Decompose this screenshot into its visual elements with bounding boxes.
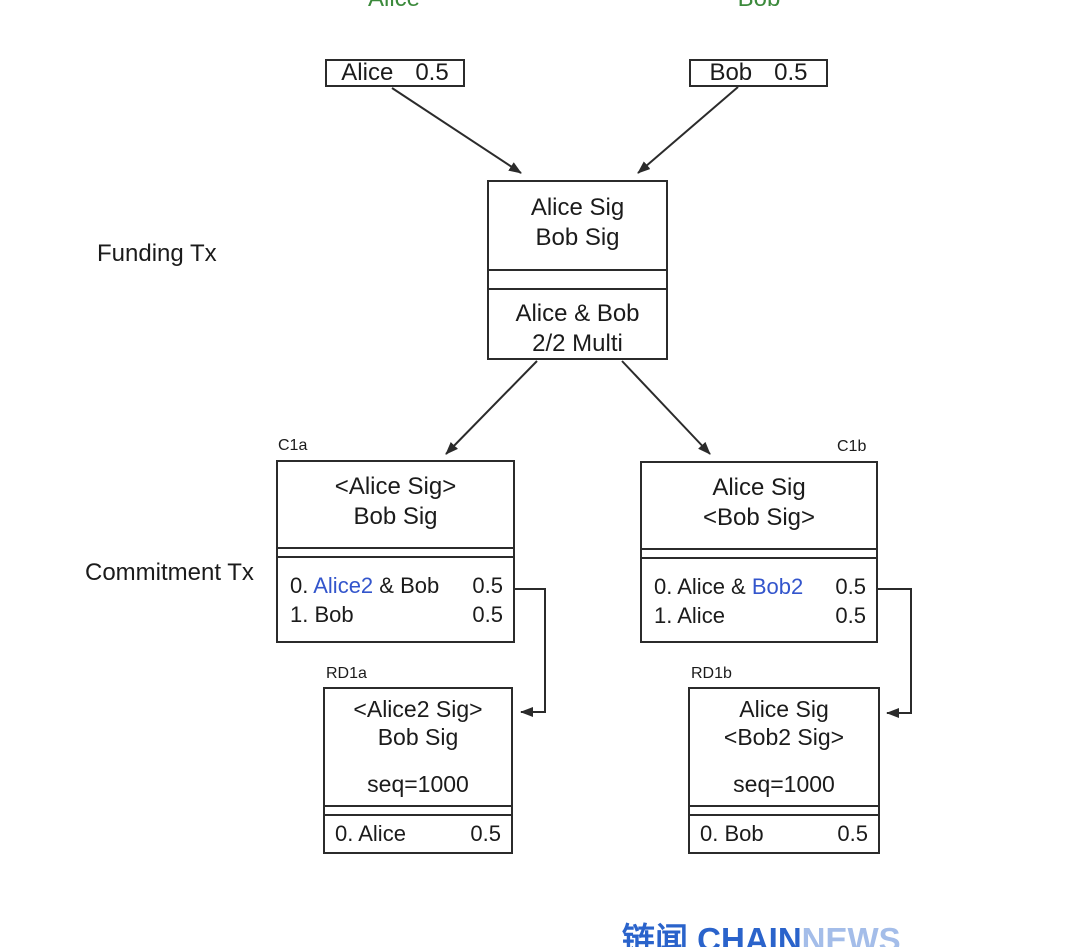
rd1b-divider-band	[690, 805, 878, 816]
funding-script-line1: Alice & Bob	[515, 300, 640, 327]
c1b-output-0-script: 0. Alice & Bob2	[654, 572, 803, 601]
c1a-tag: C1a	[278, 437, 308, 454]
c1b-outputs: 0. Alice & Bob2 0.5 1. Alice 0.5	[642, 559, 876, 630]
wallet-alice-amount: 0.5	[415, 59, 449, 86]
c1a-sig-area: <Alice Sig> Bob Sig	[278, 462, 513, 547]
funding-divider-band	[489, 269, 666, 290]
c1a-sig-line1: <Alice Sig>	[334, 473, 457, 500]
rd1b-sig-line2: <Bob2 Sig>	[723, 724, 845, 750]
c1b-output-1-script: 1. Alice	[654, 603, 725, 628]
rd1a-inner: <Alice2 Sig> Bob Sig seq=1000 0. Alice 0…	[325, 689, 511, 852]
rd1b-sig-line1: Alice Sig	[739, 696, 829, 722]
c1b-output-0: 0. Alice & Bob2 0.5	[654, 572, 866, 601]
funding-script-area: Alice & Bob 2/2 Multi	[489, 290, 666, 359]
c1a-out0-highlight: Alice2	[313, 573, 374, 598]
c1a-outputs: 0. Alice2 & Bob 0.5 1. Bob 0.5	[278, 558, 513, 629]
c1b-sig-area: Alice Sig <Bob Sig>	[642, 463, 876, 548]
rd1a-tag: RD1a	[326, 665, 367, 682]
rd1b-output-script: 0. Bob	[700, 821, 764, 846]
rd1b-inner: Alice Sig <Bob2 Sig> seq=1000 0. Bob 0.5	[690, 689, 878, 852]
c1a-sig-line2: Bob Sig	[353, 503, 438, 530]
c1a-out0-prefix: 0.	[290, 573, 314, 598]
funding-tx-label: Funding Tx	[97, 240, 217, 267]
c1a-divider-band	[278, 547, 513, 558]
connector-c1a-to-rd1a	[514, 588, 546, 717]
wallet-bob-name: Bob	[709, 59, 753, 86]
rd1a-output: 0. Alice 0.5	[325, 816, 511, 852]
wallet-box-bob: Bob 0.5	[689, 59, 828, 87]
watermark-cn: 链闻	[622, 921, 698, 947]
commitment-tx-label: Commitment Tx	[85, 559, 254, 586]
arrow-funding-to-c1a	[445, 360, 538, 455]
c1b-output-1: 1. Alice 0.5	[654, 601, 866, 630]
commitment-box-c1b: Alice Sig <Bob Sig> 0. Alice & Bob2 0.5 …	[640, 461, 878, 643]
rd1a-sig-line2: Bob Sig	[377, 724, 459, 750]
rd-box-rd1a: <Alice2 Sig> Bob Sig seq=1000 0. Alice 0…	[323, 687, 513, 854]
rd1a-output-amount: 0.5	[470, 821, 501, 846]
participant-label-alice: Alice	[334, 0, 454, 13]
commitment-box-c1a: <Alice Sig> Bob Sig 0. Alice2 & Bob 0.5 …	[276, 460, 515, 643]
watermark-news: NEWS	[801, 921, 901, 947]
connector-c1b-to-rd1b	[878, 588, 912, 718]
rd1b-sig-area: Alice Sig <Bob2 Sig>	[690, 689, 878, 751]
funding-tx-box: Alice Sig Bob Sig Alice & Bob 2/2 Multi	[487, 180, 668, 360]
c1a-output-1-script: 1. Bob	[290, 602, 354, 627]
funding-sig-line1: Alice Sig	[530, 194, 625, 221]
c1a-output-0: 0. Alice2 & Bob 0.5	[290, 571, 503, 600]
c1a-output-0-script: 0. Alice2 & Bob	[290, 571, 439, 600]
c1a-output-1: 1. Bob 0.5	[290, 600, 503, 629]
rd1a-sig-line1: <Alice2 Sig>	[353, 696, 483, 722]
c1b-divider-band	[642, 548, 876, 559]
funding-sig-line2: Bob Sig	[535, 224, 620, 251]
arrow-alice-to-funding	[391, 87, 522, 174]
wallet-box-alice: Alice 0.5	[325, 59, 465, 87]
arrow-funding-to-c1b	[621, 360, 711, 455]
c1a-out0-suffix: & Bob	[373, 573, 440, 598]
funding-sig-area: Alice Sig Bob Sig	[489, 182, 666, 269]
rd1b-output-amount: 0.5	[837, 821, 868, 846]
c1b-output-1-amount: 0.5	[835, 603, 866, 628]
watermark-chain: CHAIN	[697, 921, 802, 947]
rd1a-seq: seq=1000	[367, 771, 469, 797]
arrow-bob-to-funding	[637, 86, 739, 174]
c1b-out0-prefix: 0. Alice &	[654, 574, 752, 599]
rd1b-seq: seq=1000	[733, 771, 835, 797]
c1b-out0-highlight: Bob2	[751, 574, 804, 599]
rd-box-rd1b: Alice Sig <Bob2 Sig> seq=1000 0. Bob 0.5	[688, 687, 880, 854]
rd1a-divider-band	[325, 805, 511, 816]
chainnews-watermark: 链闻 CHAINNEWS	[622, 913, 901, 947]
c1a-output-1-amount: 0.5	[472, 602, 503, 627]
c1b-tag: C1b	[837, 438, 867, 455]
wallet-alice-name: Alice	[341, 59, 394, 86]
rd1a-sig-area: <Alice2 Sig> Bob Sig	[325, 689, 511, 751]
rd1b-tag: RD1b	[691, 665, 732, 682]
funding-script-line2: 2/2 Multi	[532, 330, 623, 357]
c1b-sig-line1: Alice Sig	[712, 474, 806, 501]
c1b-sig-line2: <Bob Sig>	[702, 504, 816, 531]
rd1b-output: 0. Bob 0.5	[690, 816, 878, 852]
participant-label-bob: Bob	[699, 0, 819, 13]
rd1a-output-script: 0. Alice	[335, 821, 406, 846]
c1a-output-0-amount: 0.5	[472, 573, 503, 598]
c1b-output-0-amount: 0.5	[835, 574, 866, 599]
wallet-bob-amount: 0.5	[774, 59, 808, 86]
